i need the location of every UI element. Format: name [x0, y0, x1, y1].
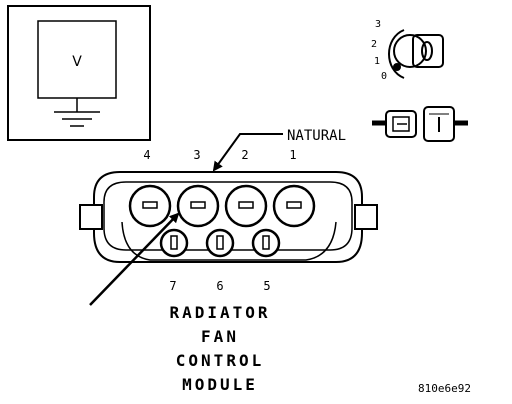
- pin-label-2: 2: [241, 148, 248, 162]
- title-line-2: FAN: [201, 327, 239, 346]
- title-line-1: RADIATOR: [169, 303, 270, 322]
- ignition-position-2: 2: [371, 39, 377, 50]
- bottom-pin-cavities: [159, 228, 281, 258]
- pin-label-6: 6: [216, 279, 223, 293]
- pointer-arrow: [89, 212, 180, 306]
- connector-color-label: NATURAL: [287, 128, 346, 144]
- title-line-4: MODULE: [182, 375, 258, 394]
- pin-label-5: 5: [263, 279, 270, 293]
- ignition-position-1: 1: [374, 56, 380, 67]
- ignition-position-3: 3: [375, 19, 381, 30]
- voltmeter-symbol: V: [72, 54, 82, 70]
- connector-face: [79, 171, 378, 263]
- top-pin-labels: 4 3 2 1: [143, 148, 296, 162]
- component-title: RADIATOR FAN CONTROL MODULE: [169, 303, 270, 394]
- bottom-pin-labels: 7 6 5: [169, 279, 270, 293]
- ignition-position-0: 0: [381, 71, 387, 82]
- pin-label-1: 1: [289, 148, 296, 162]
- pin-label-4: 4: [143, 148, 150, 162]
- harness-connector-icon: [372, 106, 468, 142]
- pin-label-7: 7: [169, 279, 176, 293]
- figure-code: 810e6e92: [418, 382, 471, 395]
- pin-label-3: 3: [193, 148, 200, 162]
- voltmeter-icon: V: [7, 5, 151, 141]
- title-line-3: CONTROL: [176, 351, 264, 370]
- top-pin-cavities: [128, 184, 316, 228]
- ignition-key-icon: 3 2 1 0: [371, 19, 444, 82]
- color-callout: NATURAL: [212, 128, 346, 172]
